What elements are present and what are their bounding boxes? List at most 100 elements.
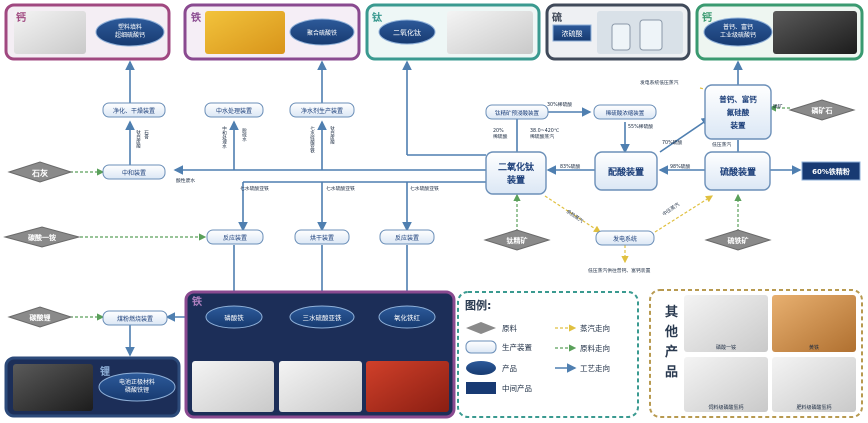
- ferrous-sulfate-image: [279, 361, 362, 412]
- panel-tag: 硫: [552, 11, 562, 24]
- panel-tag: 钙: [702, 11, 712, 24]
- svg-text:黄铁: 黄铁: [809, 344, 819, 351]
- flow-labels: 20% 稀硫酸 30%稀硫酸 38.0~420℃ 稀硫酸蒸汽 55%稀硫酸 70…: [136, 79, 783, 274]
- other-title-2: 他: [664, 324, 678, 340]
- svg-text:稀硫酸浓缩装置: 稀硫酸浓缩装置: [606, 109, 645, 117]
- svg-text:二氧化钛: 二氧化钛: [498, 161, 535, 173]
- svg-text:七水硫酸亚铁: 七水硫酸亚铁: [326, 185, 355, 192]
- other-products: 其 他 产 品 磷酸一铵 黄铁 饲料级磷酸氢钙 肥料级磷酸氢钙: [649, 289, 863, 418]
- svg-text:三水硫酸亚铁: 三水硫酸亚铁: [303, 313, 343, 322]
- phosphate-granule-image: [773, 11, 857, 54]
- fert-dcp-image: [772, 357, 856, 412]
- product-label: 聚合硫酸铁: [307, 29, 337, 37]
- svg-text:20%: 20%: [493, 128, 504, 134]
- svg-text:磷酸一铵: 磷酸一铵: [716, 344, 736, 351]
- device-ti-hydrolysis: 钛精矿预浸酸装置: [485, 104, 549, 120]
- yellow-iron-image: [772, 295, 856, 352]
- svg-text:七水硫酸亚铁: 七水硫酸亚铁: [240, 185, 269, 192]
- product-panel-titanium: 钛 二氧化钛: [365, 3, 541, 61]
- svg-text:钛白废酸: 钛白废酸: [136, 129, 141, 150]
- iron-oxide-red-image: [366, 361, 449, 412]
- device-mid-water: 中水处理装置: [204, 102, 264, 118]
- svg-text:磷酸铁: 磷酸铁: [224, 313, 244, 322]
- svg-text:氧化铁红: 氧化铁红: [394, 313, 421, 322]
- map-image: [684, 295, 768, 352]
- svg-text:反应装置: 反应装置: [395, 234, 419, 242]
- svg-text:七水硫酸亚铁: 七水硫酸亚铁: [310, 125, 315, 155]
- svg-text:氟硅酸: 氟硅酸: [727, 107, 750, 117]
- product-label: 普钙、富钙: [723, 23, 753, 31]
- device-react-2: 反应装置: [379, 229, 435, 245]
- other-title-4: 品: [665, 365, 678, 380]
- device-neutral: 中和装置: [102, 164, 166, 180]
- panel-tag: 铁: [192, 295, 202, 308]
- svg-text:普钙、富钙: 普钙、富钙: [719, 94, 757, 104]
- titanium-powder-image: [447, 11, 533, 54]
- svg-text:低压蒸汽: 低压蒸汽: [712, 141, 731, 148]
- svg-text:中和处理水: 中和处理水: [222, 125, 227, 149]
- product-panel-calcium-1: 钙 塑料填料 超细硫酸钙: [4, 3, 171, 61]
- raw-phosphate: 磷矿石: [788, 99, 856, 121]
- svg-text:原料: 原料: [502, 323, 517, 333]
- product-panel-calcium-2: 钙 普钙、富钙 工业级硫酸钙: [695, 3, 864, 61]
- legend: 图例: 原料 生产装置 产品 中间产品 蒸汽走向 原料走向 工艺走向: [457, 291, 639, 418]
- product-label: 塑料填料: [118, 23, 142, 31]
- svg-text:钛精矿: 钛精矿: [507, 236, 528, 245]
- flow-lines: [125, 60, 802, 357]
- legend-title: 图例:: [465, 298, 491, 312]
- raw-lime: 石灰: [7, 161, 73, 183]
- svg-text:稀硫酸: 稀硫酸: [493, 133, 508, 140]
- svg-text:烘干装置: 烘干装置: [310, 234, 334, 242]
- calcium-powder-image: [14, 11, 86, 54]
- iron-powder-image: [205, 11, 285, 54]
- svg-text:发电系统: 发电系统: [613, 235, 637, 243]
- svg-text:酸性废水: 酸性废水: [176, 177, 195, 184]
- other-title-3: 产: [665, 344, 678, 360]
- panel-tag: 锂: [100, 365, 110, 378]
- fe-phosphate-image: [192, 361, 274, 412]
- svg-text:碳酸一铵: 碳酸一铵: [28, 233, 56, 242]
- raw-pyrite: 硫铁矿: [704, 229, 772, 251]
- svg-text:反应装置: 反应装置: [223, 234, 247, 242]
- lfp-image: [13, 364, 93, 411]
- svg-text:55%稀硫酸: 55%稀硫酸: [628, 123, 653, 130]
- device-purify: 净化、干燥装置: [102, 102, 166, 118]
- raw-li-carbonate: 碳酸锂: [7, 306, 73, 328]
- mid-product-panel-iron: 铁 磷酸铁 三水硫酸亚铁 氧化铁红: [184, 290, 456, 419]
- svg-text:配酸装置: 配酸装置: [608, 166, 644, 178]
- panel-tag: 钙: [16, 11, 26, 24]
- product-label: 浓硫酸: [562, 29, 583, 38]
- svg-text:低压蒸汽供往普钙、富钙装置: 低压蒸汽供往普钙、富钙装置: [588, 267, 651, 274]
- product-panel-sulfur: 硫 浓硫酸: [545, 3, 691, 61]
- svg-text:磷矿: 磷矿: [773, 103, 783, 110]
- svg-text:中压蒸汽: 中压蒸汽: [661, 201, 681, 218]
- raw-copper: 碳酸一铵: [3, 226, 81, 248]
- svg-text:脱硫水: 脱硫水: [242, 127, 247, 142]
- svg-text:钛精矿预浸酸装置: 钛精矿预浸酸装置: [495, 109, 540, 117]
- other-title-1: 其: [665, 304, 678, 320]
- svg-text:石膏: 石膏: [144, 130, 149, 141]
- raw-ti-ore: 钛精矿: [483, 229, 551, 251]
- svg-text:60%铁精粉: 60%铁精粉: [812, 167, 850, 176]
- svg-text:石灰: 石灰: [31, 168, 48, 178]
- svg-text:七水硫酸亚铁: 七水硫酸亚铁: [410, 185, 439, 192]
- product-panel-iron: 铁 聚合硫酸铁: [183, 3, 361, 61]
- product-label-2: 超细硫酸钙: [115, 31, 145, 39]
- svg-text:稀硫酸蒸汽: 稀硫酸蒸汽: [530, 133, 554, 140]
- device-ti-main: 二氧化钛 装置: [485, 151, 547, 195]
- raw-materials: 石灰 碳酸一铵 碳酸锂 钛精矿 硫铁矿 磷矿石: [3, 99, 856, 328]
- li-product-panel: 锂 电池正极材料 磷酸铁锂: [4, 356, 181, 418]
- svg-text:钛白废酸: 钛白废酸: [330, 125, 335, 146]
- svg-text:30%稀硫酸: 30%稀硫酸: [547, 101, 572, 108]
- svg-text:磷酸铁锂: 磷酸铁锂: [125, 386, 149, 394]
- svg-text:碳酸锂: 碳酸锂: [30, 313, 51, 322]
- svg-text:38.0~420℃: 38.0~420℃: [530, 128, 560, 134]
- panel-tag: 钛: [372, 11, 383, 24]
- intermediate-fe-concentrate: 60%铁精粉: [801, 161, 861, 181]
- device-fe-water: 净水剂生产装置: [289, 102, 355, 118]
- svg-text:煤粉燃烧装置: 煤粉燃烧装置: [117, 315, 153, 323]
- svg-text:中和装置: 中和装置: [122, 169, 146, 177]
- device-react-1: 反应装置: [206, 229, 264, 245]
- svg-text:原料走向: 原料走向: [580, 343, 610, 353]
